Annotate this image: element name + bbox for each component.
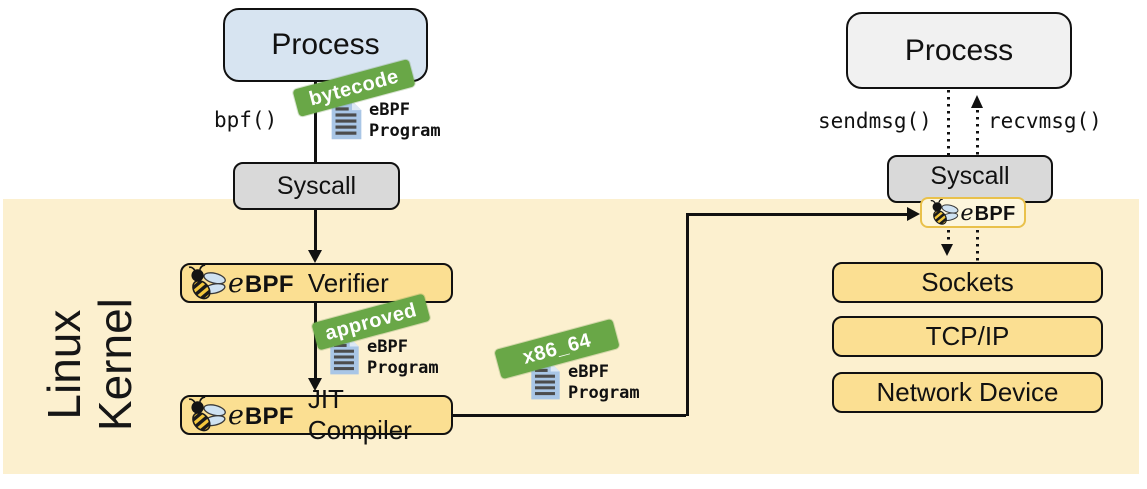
arrowhead-right-icon [907, 207, 920, 221]
sockets-box: Sockets [832, 262, 1103, 303]
arrowhead-down-icon [308, 250, 322, 263]
ebpf-bee-icon [188, 265, 228, 301]
kernel-label-line2: Kernel [88, 298, 140, 431]
dotted-line-sendmsg-lower [947, 230, 950, 244]
kernel-label-line1: Linux [37, 309, 90, 420]
doc-label-line2: Program [367, 358, 439, 379]
doc-label-line2: Program [568, 383, 640, 404]
syscall-box-right: Syscall [887, 155, 1053, 203]
dotted-line-recvmsg [976, 110, 979, 155]
arrowhead-down-icon [941, 244, 953, 256]
ebpf-program-doc-label: eBPF Program [369, 100, 441, 143]
ebpf-program-doc-label: eBPF Program [367, 337, 439, 380]
ebpf-logo-e: e [228, 267, 244, 299]
dotted-line-recvmsg-lower [976, 230, 979, 261]
ebpf-program-doc-label: eBPF Program [568, 362, 640, 405]
ebpf-logo-bpf: BPF [244, 270, 294, 298]
tcpip-box: TCP/IP [832, 316, 1103, 357]
connector-vertical [686, 213, 689, 416]
ebpf-logo-bpf: BPF [244, 402, 294, 430]
ebpf-logo-bpf: BPF [974, 202, 1016, 225]
syscall-label-right: Syscall [930, 161, 1010, 190]
tcpip-label: TCP/IP [925, 321, 1010, 351]
network-device-box: Network Device [832, 372, 1103, 413]
process-label-left: Process [271, 28, 380, 61]
recvmsg-label: recvmsg() [988, 109, 1102, 133]
doc-label-line2: Program [369, 121, 441, 142]
ebpf-bee-icon [930, 199, 960, 226]
ebpf-bee-icon [188, 397, 228, 433]
process-box-right: Process [846, 12, 1072, 89]
jit-compiler-label: JIT Compiler [307, 384, 412, 445]
doc-label-line1: eBPF [369, 100, 410, 120]
ebpf-logo-e: e [960, 199, 974, 226]
bpf-syscall-label: bpf() [214, 108, 278, 132]
syscall-box-left: Syscall [233, 162, 400, 210]
arrowhead-down-icon [308, 378, 322, 391]
line-process-to-syscall [314, 82, 317, 162]
linux-kernel-label: Linux Kernel [8, 199, 170, 474]
doc-label-line1: eBPF [367, 337, 408, 357]
ebpf-logo-e: e [228, 399, 244, 431]
connector-to-badge [686, 213, 908, 216]
verifier-label: Verifier [307, 267, 389, 298]
sockets-label: Sockets [921, 267, 1014, 297]
process-label-right: Process [904, 33, 1014, 67]
line-syscall-to-verifier [314, 210, 317, 252]
arrowhead-up-icon [971, 95, 983, 108]
dotted-line-sendmsg [947, 90, 950, 155]
syscall-label-left: Syscall [276, 171, 357, 200]
network-device-label: Network Device [876, 377, 1059, 407]
doc-label-line1: eBPF [568, 362, 609, 382]
sendmsg-label: sendmsg() [818, 109, 932, 133]
connector-jit-horizontal [453, 414, 686, 417]
